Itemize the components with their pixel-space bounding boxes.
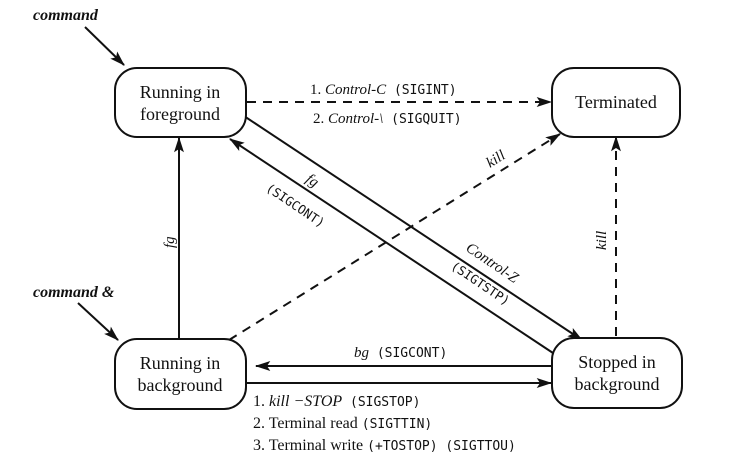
- state-running-foreground: Running in foreground: [114, 67, 247, 138]
- state-label: Stopped in: [578, 352, 656, 372]
- stop-reason-item: 2. Terminal read (SIGTTIN): [253, 415, 432, 432]
- label-control-backslash: 2. Control-\ (SIGQUIT): [313, 111, 462, 127]
- entry-label-command-bg: command &: [33, 284, 115, 301]
- state-label: Running in: [140, 353, 221, 373]
- edge-fg-to-stopped: [243, 115, 583, 341]
- entry-arrow-command-bg: [77, 302, 119, 341]
- stop-reason-item: 3. Terminal write (+TOSTOP) (SIGTTOU): [253, 437, 516, 454]
- label-control-c: 1. Control-C (SIGINT): [310, 82, 457, 98]
- stop-reason-item: 1. kill −STOP (SIGSTOP): [253, 393, 420, 410]
- entry-arrow-command: [84, 26, 125, 66]
- label-stop-reasons: 1. kill −STOP (SIGSTOP) 2. Terminal read …: [253, 393, 516, 454]
- label-fg-vertical: fg: [162, 236, 178, 248]
- label-kill-stopped: kill: [594, 231, 610, 250]
- label-sigcont-diagonal: (SIGCONT): [263, 180, 328, 230]
- state-label: foreground: [140, 104, 220, 124]
- state-running-background: Running in background: [114, 338, 247, 410]
- edge-stopped-to-fg: [229, 138, 554, 354]
- state-stopped-background: Stopped in background: [551, 337, 683, 409]
- state-label: Terminated: [575, 92, 657, 112]
- state-label: background: [138, 375, 223, 395]
- entry-label-command: command: [33, 7, 99, 24]
- state-terminated: Terminated: [551, 67, 681, 138]
- state-label: background: [575, 374, 660, 394]
- edge-bg-to-terminated: [228, 133, 561, 341]
- label-bg-sigcont: bg (SIGCONT): [354, 345, 447, 361]
- state-label: Running in: [140, 82, 221, 102]
